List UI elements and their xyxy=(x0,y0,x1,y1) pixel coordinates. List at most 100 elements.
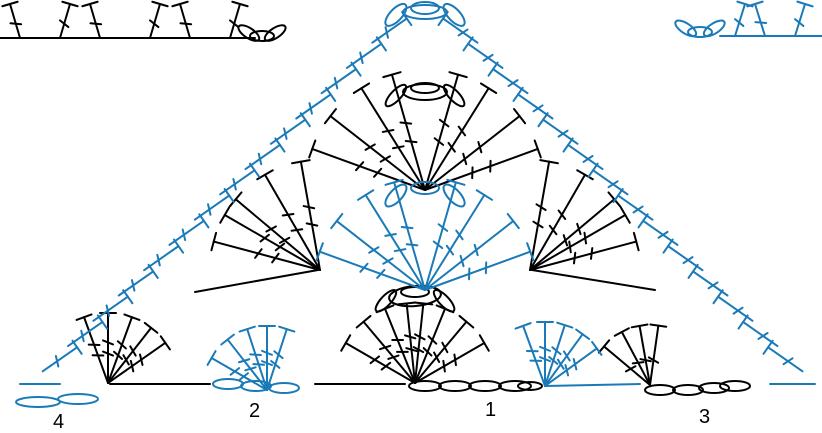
stitch-tick-342 xyxy=(180,23,191,24)
stitch-bar-31 xyxy=(398,302,416,304)
stitch-tick-259 xyxy=(183,230,185,240)
stitch-stem-134 xyxy=(330,116,425,190)
stitch-tick-70 xyxy=(140,354,142,364)
stitch-stem-177 xyxy=(366,195,425,290)
stitch-stem-181 xyxy=(394,182,425,290)
stitch-bar-79 xyxy=(632,325,648,328)
stitch-tick-95 xyxy=(304,206,315,208)
chain-stitch-12 xyxy=(16,397,60,407)
stitch-tick-120 xyxy=(584,233,586,244)
stitch-tick-268 xyxy=(259,154,261,164)
stitch-bar-309 xyxy=(639,214,648,227)
chain-stitch-9 xyxy=(213,379,243,389)
stitch-tick-90 xyxy=(292,229,303,231)
stitch-tick-280 xyxy=(360,53,362,63)
stitch-tick-94 xyxy=(307,223,318,225)
stitch-bar-155 xyxy=(514,109,525,123)
base-line-241 xyxy=(545,384,640,386)
chain-stitch-13 xyxy=(58,394,98,404)
chain-stitch-2 xyxy=(469,381,501,391)
chain-stitch-1 xyxy=(439,381,471,391)
stitch-stem-185 xyxy=(425,182,456,290)
stitch-tick-144 xyxy=(406,141,417,142)
chain-stitch-165 xyxy=(403,5,447,19)
stitch-bar-303 xyxy=(589,164,598,177)
stitch-bar-238 xyxy=(592,342,601,355)
stitch-stem-173 xyxy=(337,221,425,290)
stitch-bar-118 xyxy=(621,207,630,223)
stitch-bar-68 xyxy=(161,336,170,349)
stitch-bar-190 xyxy=(477,190,492,200)
stitch-bar-194 xyxy=(508,214,519,228)
stitch-tick-253 xyxy=(132,280,134,290)
stitch-bar-282 xyxy=(402,12,411,25)
stitch-stem-281 xyxy=(372,19,406,43)
stitch-stem-197 xyxy=(425,252,530,290)
stitch-stem-278 xyxy=(347,44,381,68)
stitch-stem-67 xyxy=(108,343,165,383)
row-label-2: 2 xyxy=(249,401,260,421)
stitch-tick-262 xyxy=(208,204,210,214)
stitch-bar-321 xyxy=(739,315,748,328)
stitch-bar-139 xyxy=(354,83,369,93)
stitch-tick-274 xyxy=(309,103,311,113)
stitch-stem-340 xyxy=(180,4,190,38)
stitch-stem-323 xyxy=(768,347,802,371)
stitch-bar-318 xyxy=(714,290,723,303)
stitch-tick-244 xyxy=(56,356,58,366)
chain-stitch-163 xyxy=(411,2,439,14)
stitch-stem-248 xyxy=(93,297,127,321)
stitch-tick-256 xyxy=(157,255,159,265)
chain-stitch-5 xyxy=(645,385,675,395)
stitch-stem-221 xyxy=(523,326,545,386)
chain-stitch-8 xyxy=(720,381,750,391)
chain-stitch-348 xyxy=(250,31,274,41)
chain-stitch-7 xyxy=(699,383,729,393)
stitch-tick-184 xyxy=(402,227,413,228)
stitch-stem-158 xyxy=(425,149,538,190)
stitch-bar-288 xyxy=(464,37,473,50)
stitch-stem-275 xyxy=(322,69,356,93)
stitch-tick-33 xyxy=(405,335,415,338)
stitch-tick-283 xyxy=(386,27,388,37)
row-label-3: 3 xyxy=(699,407,710,427)
stitch-tick-49 xyxy=(454,354,456,365)
stitch-bar-312 xyxy=(664,240,673,253)
stitch-stem-229 xyxy=(545,325,565,386)
stitch-tick-265 xyxy=(233,179,235,189)
stitch-tick-180 xyxy=(385,234,396,236)
stitch-stem-254 xyxy=(144,246,178,270)
stitch-tick-123 xyxy=(574,253,575,264)
chain-stitch-352 xyxy=(673,18,699,40)
stitch-tick-80 xyxy=(640,359,651,361)
stitch-stem-251 xyxy=(119,271,153,295)
stitch-stem-328 xyxy=(10,4,20,38)
stitch-bar-64 xyxy=(145,323,158,333)
stitch-bar-97 xyxy=(220,207,229,223)
stitch-bar-324 xyxy=(764,341,773,354)
stitch-stem-81 xyxy=(650,326,658,385)
stitch-tick-140 xyxy=(393,146,404,148)
stitch-bar-89 xyxy=(257,170,273,179)
stitch-stem-63 xyxy=(108,328,151,383)
stitch-stem-237 xyxy=(545,348,597,386)
stitch-tick-141 xyxy=(383,130,394,132)
stitch-stem-272 xyxy=(296,94,330,118)
stitch-stem-72 xyxy=(604,346,650,385)
stitch-bar-202 xyxy=(208,351,216,365)
stitch-bar-19 xyxy=(341,335,350,351)
stitch-bar-82 xyxy=(650,324,666,326)
stitch-bar-47 xyxy=(480,335,489,351)
row-label-4: 4 xyxy=(53,412,64,432)
stitch-stem-269 xyxy=(271,120,305,144)
stitch-stem-169 xyxy=(320,252,425,290)
stitch-bar-291 xyxy=(489,63,498,76)
stitch-tick-247 xyxy=(81,331,83,341)
stitch-bar-151 xyxy=(481,83,496,93)
stitch-tick-358 xyxy=(755,22,766,23)
stitch-tick-119 xyxy=(569,242,571,253)
stitch-tick-48 xyxy=(443,361,445,372)
stitch-stem-334 xyxy=(90,4,100,38)
stitch-tick-124 xyxy=(591,248,592,259)
